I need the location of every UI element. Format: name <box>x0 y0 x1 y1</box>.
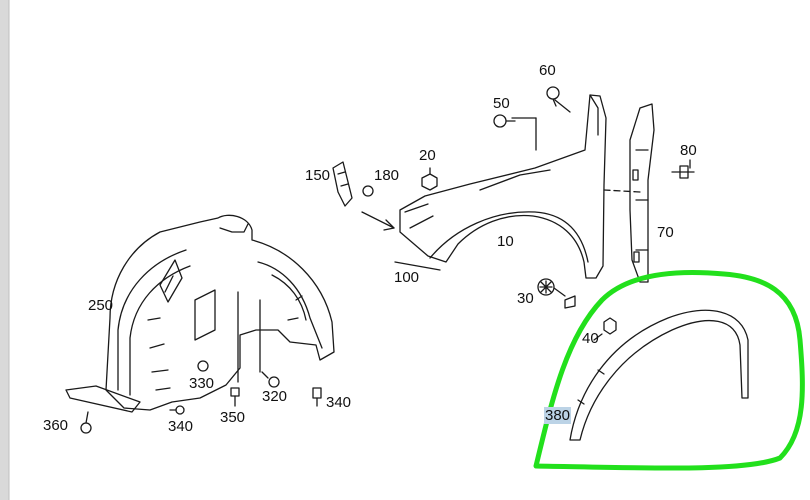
screw-320 <box>261 371 280 388</box>
callout-360: 360 <box>43 417 69 434</box>
rivet-340-right <box>312 387 322 407</box>
screw-350 <box>230 387 240 407</box>
callout-80: 80 <box>680 142 697 159</box>
callout-180: 180 <box>374 167 400 184</box>
callout-30: 30 <box>517 290 534 307</box>
wheel-arch-trim-380 <box>569 309 749 441</box>
screw-80 <box>671 159 695 179</box>
callout-340-right: 340 <box>326 394 352 411</box>
bracket-70 <box>629 103 655 283</box>
nut-40 <box>593 317 617 341</box>
callout-330: 330 <box>189 375 215 392</box>
nut-20 <box>421 167 438 191</box>
callout-320: 320 <box>262 388 288 405</box>
callout-40: 40 <box>582 330 599 347</box>
callout-150: 150 <box>305 167 331 184</box>
bolt-60 <box>546 86 560 107</box>
fender-10 <box>399 94 641 279</box>
callout-250: 250 <box>88 297 114 314</box>
callout-70: 70 <box>657 224 674 241</box>
bolt-50 <box>493 114 516 128</box>
highlight-circle <box>533 269 805 471</box>
screw-340-left <box>169 405 185 415</box>
clip-30 <box>537 278 576 309</box>
callout-100: 100 <box>394 269 420 286</box>
callout-10: 10 <box>497 233 514 250</box>
callout-50: 50 <box>493 95 510 112</box>
callout-340-left: 340 <box>168 418 194 435</box>
callout-20: 20 <box>419 147 436 164</box>
clip-330 <box>197 360 209 372</box>
callout-380-highlighted: 380 <box>544 407 572 424</box>
left-frame-edge <box>0 0 9 500</box>
bolt-360 <box>80 411 92 434</box>
callout-60: 60 <box>539 62 556 79</box>
bracket-150 <box>332 161 353 207</box>
callout-350: 350 <box>220 409 246 426</box>
fender-arrow <box>361 211 395 231</box>
clip-180 <box>362 185 374 197</box>
